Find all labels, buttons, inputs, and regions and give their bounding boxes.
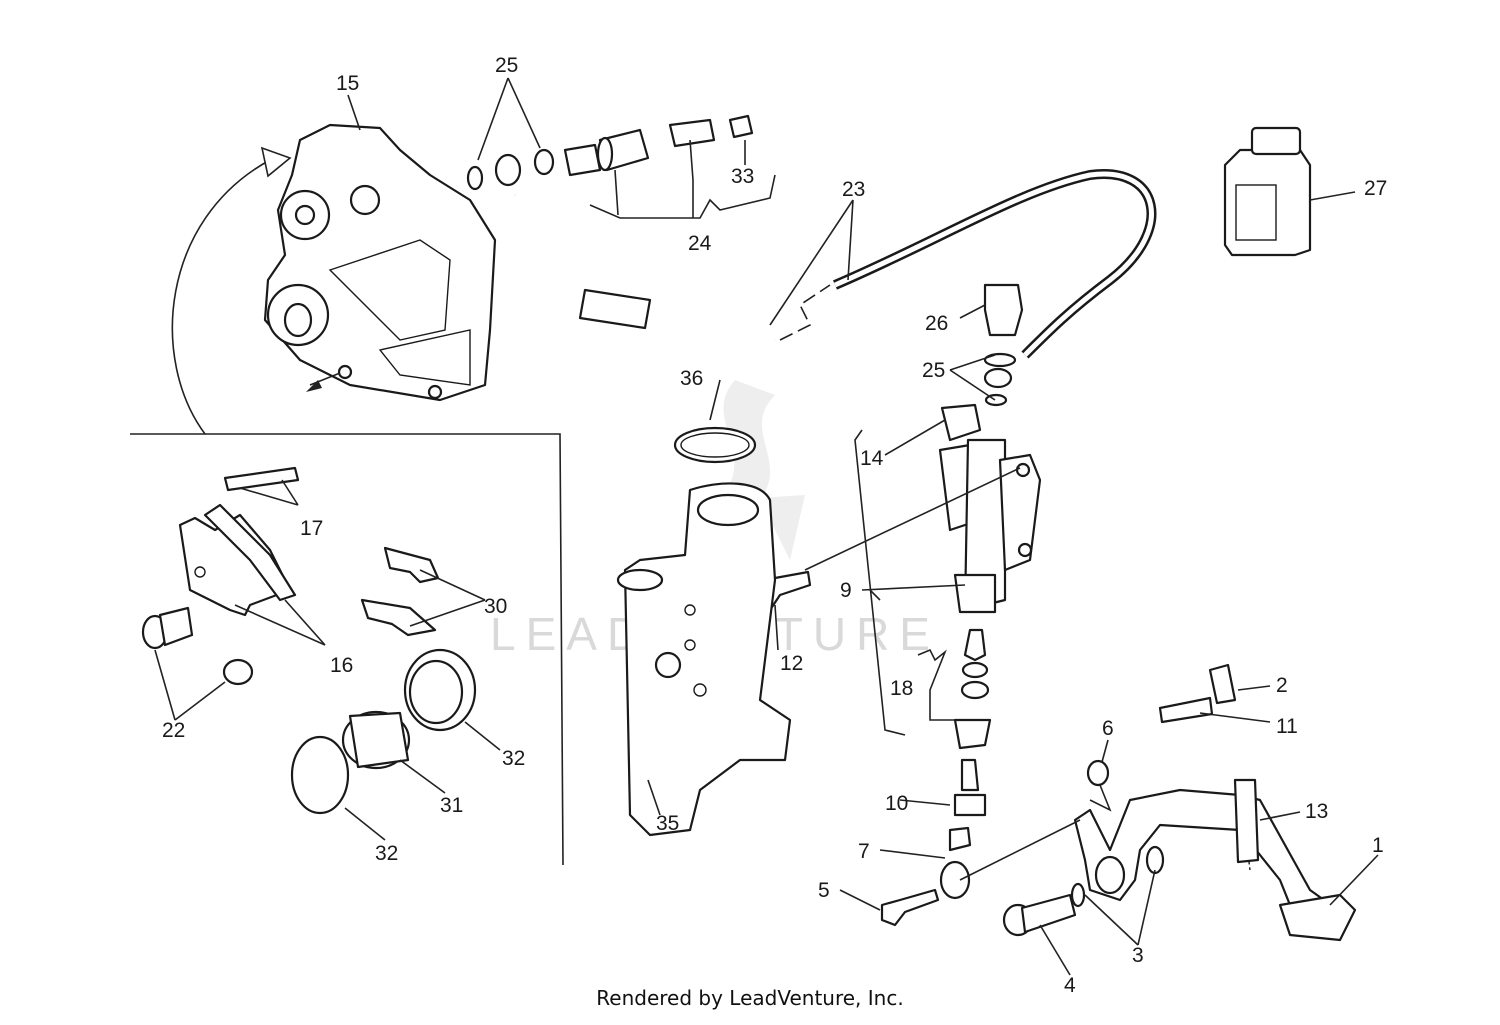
callout-7: 7 [858, 840, 870, 863]
brake-hose [513, 168, 1157, 359]
inset-box-border [130, 433, 564, 866]
callout-labels: 15 25 33 24 23 27 26 25 36 14 9 12 18 10… [162, 54, 1387, 997]
upper-fittings [466, 114, 754, 191]
callout-25-mid: 25 [922, 359, 945, 382]
callout-33: 33 [731, 165, 754, 188]
callout-9: 9 [840, 579, 852, 602]
callout-25-top: 25 [495, 54, 518, 77]
callout-32-right: 32 [502, 747, 525, 770]
callout-16: 16 [330, 654, 353, 677]
callout-1: 1 [1372, 834, 1384, 857]
master-cylinder [756, 283, 1042, 614]
callout-27: 27 [1364, 177, 1387, 200]
callout-22: 22 [162, 719, 185, 742]
callout-3: 3 [1132, 944, 1144, 967]
callout-11: 11 [1276, 715, 1298, 738]
callout-5: 5 [818, 879, 830, 902]
callout-15: 15 [336, 72, 359, 95]
callout-32-bottom: 32 [375, 842, 398, 865]
callout-30: 30 [484, 595, 507, 618]
callout-4: 4 [1064, 974, 1076, 997]
callout-6: 6 [1102, 717, 1114, 740]
guard-and-clamp [616, 426, 792, 837]
callout-14: 14 [860, 447, 884, 470]
brake-fluid-bottle [1223, 126, 1312, 257]
brake-pedal [1002, 663, 1357, 942]
callout-31: 31 [440, 794, 463, 817]
callout-35: 35 [656, 812, 679, 835]
callout-2: 2 [1276, 674, 1288, 697]
callout-12: 12 [780, 652, 803, 675]
callout-17: 17 [300, 517, 323, 540]
pushrod-parts [880, 628, 992, 927]
inset-parts [141, 466, 477, 815]
callout-24: 24 [688, 232, 712, 255]
callout-36: 36 [680, 367, 703, 390]
leader-lines [154, 77, 1379, 976]
callout-23: 23 [842, 178, 865, 201]
callout-26: 26 [925, 312, 948, 335]
callout-10: 10 [885, 792, 908, 815]
callout-13: 13 [1305, 800, 1328, 823]
callout-18: 18 [890, 677, 913, 700]
inset-pointer-arrow [171, 146, 292, 435]
brake-caliper [263, 123, 497, 402]
footer-credit: Rendered by LeadVenture, Inc. [596, 986, 904, 1010]
